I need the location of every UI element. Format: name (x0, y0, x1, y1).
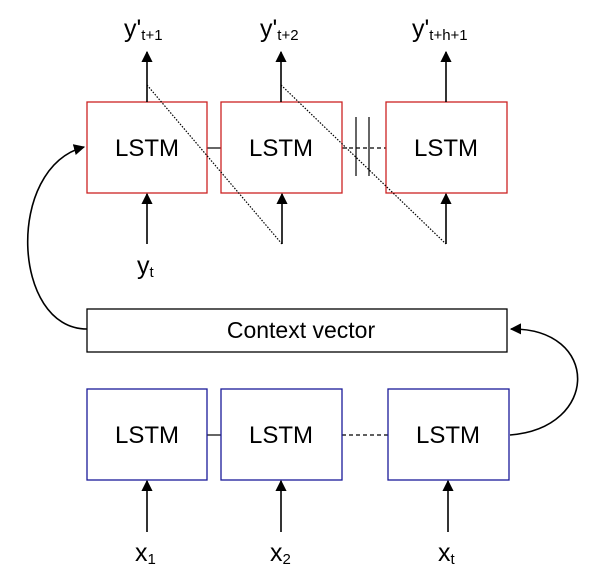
encoder-row: LSTM LSTM LSTM x1 x2 xt (86, 388, 510, 568)
encoder-cell-2-label: LSTM (249, 422, 313, 449)
decoder-cell-1-box (86, 101, 208, 194)
encoder-input-label-1: x1 (135, 539, 156, 568)
decoder-input-label: yt (137, 252, 155, 281)
context-vector-box (86, 308, 508, 353)
decoder-cell-2-label: LSTM (249, 135, 313, 162)
encoder-input-label-2: x2 (270, 539, 291, 568)
decoder-cell-1-label: LSTM (115, 135, 179, 162)
encoder-to-context-arrow (509, 323, 579, 436)
encoder-cell-2: LSTM (220, 388, 343, 481)
decoder-cell-3-box (385, 101, 508, 194)
output-label-2: y't+2 (260, 15, 299, 44)
decoder-cell-3: LSTM (385, 101, 508, 194)
encoder-cell-1-box (86, 388, 208, 481)
encoder-cell-1: LSTM (86, 388, 208, 481)
decoder-cell-3-label: LSTM (414, 135, 478, 162)
context-vector: Context vector (86, 308, 508, 353)
decoder-cell-1: LSTM (86, 101, 208, 194)
encoder-cell-3: LSTM (387, 388, 510, 481)
feedback-diagonal-2 (280, 84, 447, 245)
encoder-input-label-3: xt (438, 539, 456, 568)
encoder-cell-3-label: LSTM (416, 422, 480, 449)
output-label-3: y't+h+1 (412, 15, 468, 44)
context-to-decoder-arrow (26, 144, 88, 330)
decoder-cell-2: LSTM (220, 101, 343, 194)
decoder-row: LSTM LSTM LSTM y't+1 y't+2 y't+h+1 yt (86, 15, 508, 281)
output-label-1: y't+1 (124, 15, 163, 44)
encoder-cell-1-label: LSTM (115, 422, 179, 449)
encoder-cell-3-box (387, 388, 510, 481)
encoder-cell-2-box (220, 388, 343, 481)
context-vector-label: Context vector (227, 317, 376, 343)
